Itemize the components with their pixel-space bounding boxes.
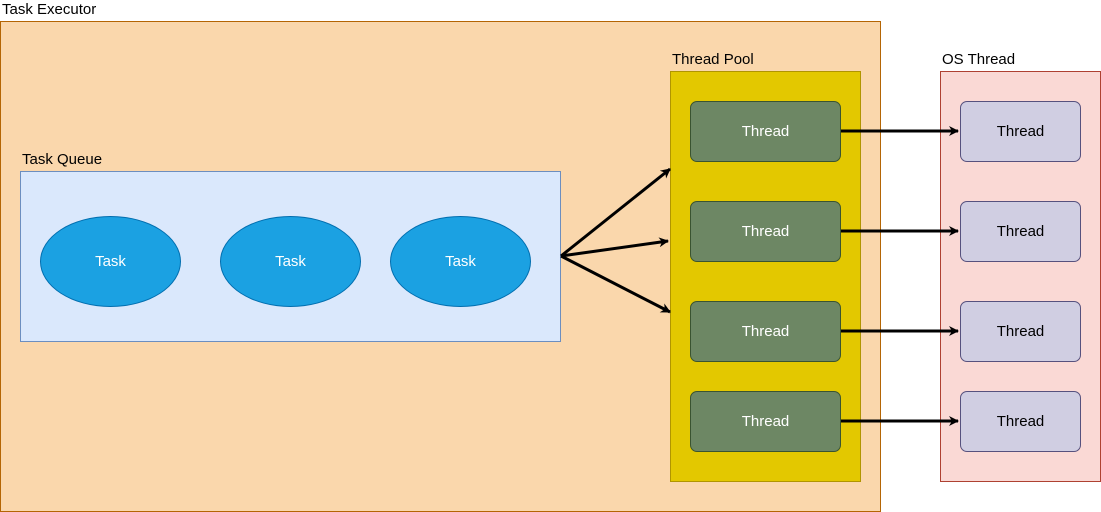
os-thread-2: Thread <box>960 201 1081 262</box>
pool-thread-4: Thread <box>690 391 841 452</box>
task-executor-label: Task Executor <box>2 1 97 18</box>
pool-thread-3: Thread <box>690 301 841 362</box>
task-node-1: Task <box>40 216 181 307</box>
os-thread-3: Thread <box>960 301 1081 362</box>
pool-thread-1: Thread <box>690 101 841 162</box>
pool-thread-2: Thread <box>690 201 841 262</box>
task-queue-label: Task Queue <box>22 151 103 168</box>
task-node-2: Task <box>220 216 361 307</box>
os-thread-4: Thread <box>960 391 1081 452</box>
task-node-3: Task <box>390 216 531 307</box>
thread-pool-label: Thread Pool <box>672 51 754 68</box>
os-thread-1: Thread <box>960 101 1081 162</box>
os-thread-label: OS Thread <box>942 51 1016 68</box>
